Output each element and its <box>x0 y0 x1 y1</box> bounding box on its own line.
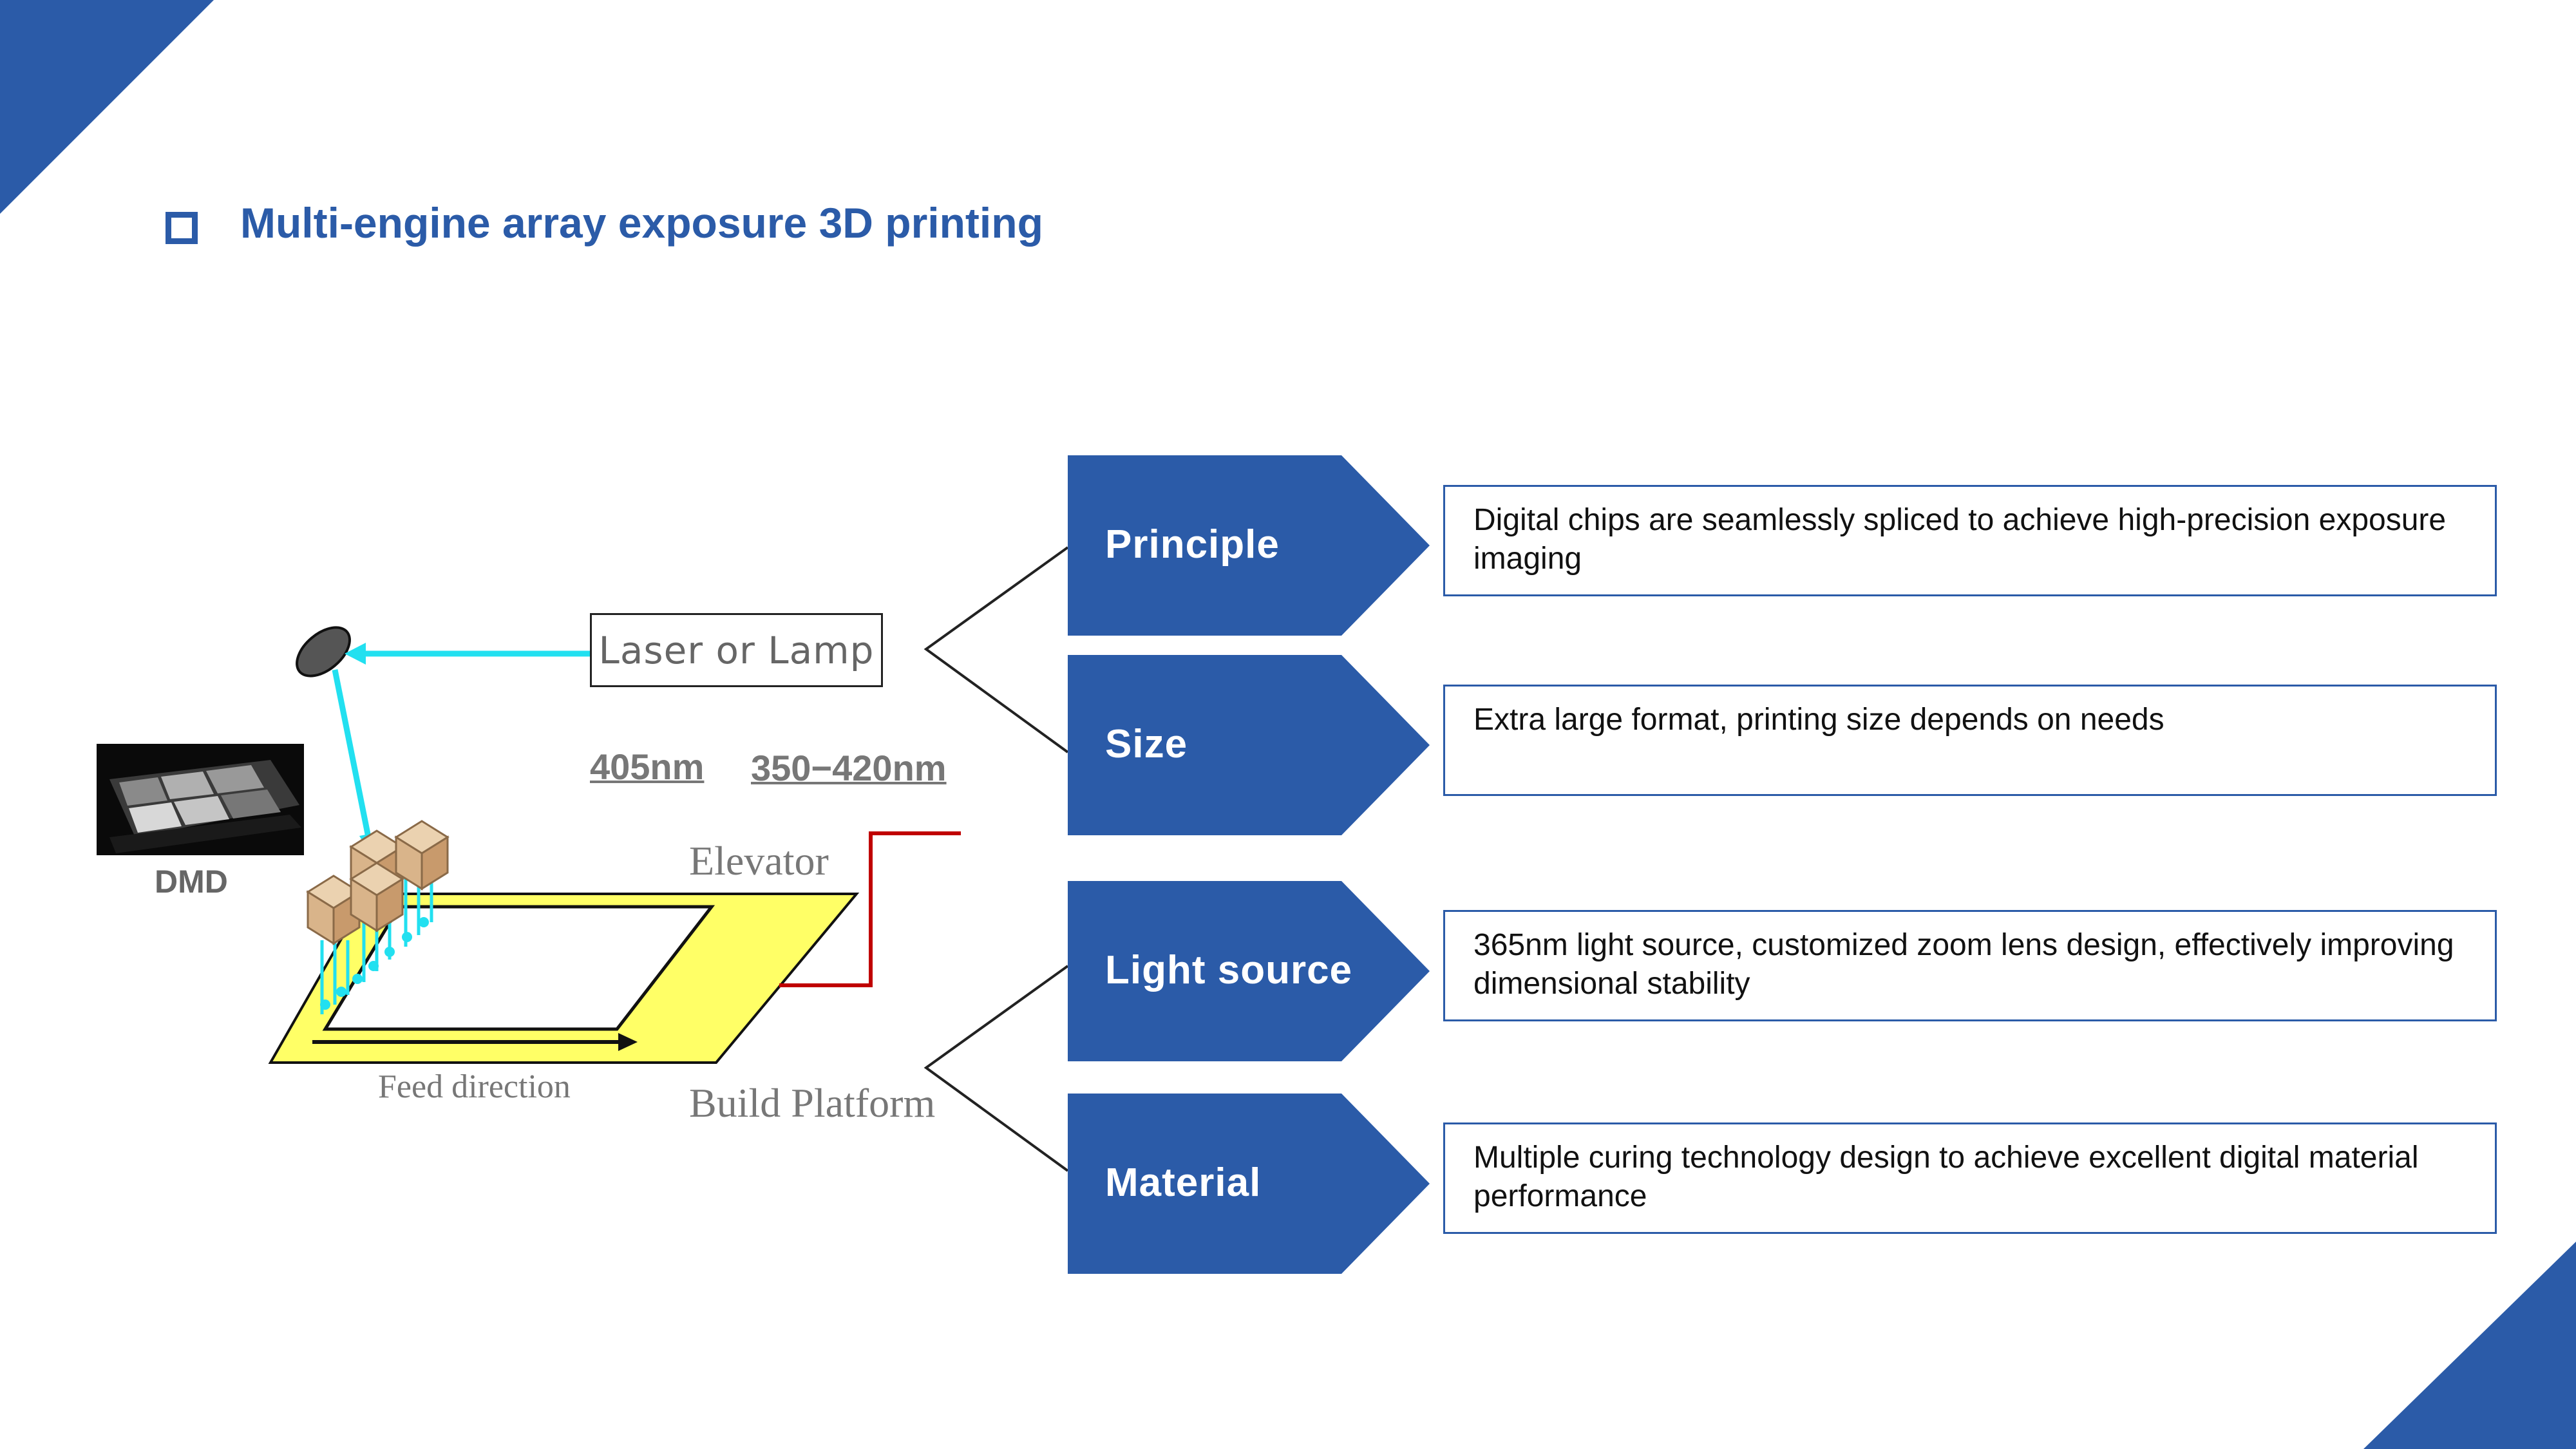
dmd-image <box>97 744 304 855</box>
dmd-label: DMD <box>155 864 228 900</box>
feature-description-light-source: 365nm light source, customized zoom lens… <box>1443 910 2497 1021</box>
feed-arrow-head <box>618 1033 638 1051</box>
engine-cube <box>306 875 361 945</box>
chevron-principle <box>1068 455 1430 636</box>
elevator-line <box>779 831 961 987</box>
projection-engines <box>306 820 450 945</box>
engine-cube <box>349 862 404 933</box>
engine-cube <box>394 820 450 891</box>
feature-label-material: Material <box>1105 1160 1262 1205</box>
beam-arrow-head-1 <box>345 643 366 665</box>
feature-label-principle: Principle <box>1105 522 1280 567</box>
connector-top <box>923 546 1069 753</box>
bottom-right-corner-decoration <box>2363 1242 2576 1449</box>
feature-label-size: Size <box>1105 722 1188 766</box>
top-left-corner-decoration <box>0 0 214 214</box>
mirror-icon <box>296 626 351 677</box>
chevron-material <box>1068 1094 1430 1274</box>
elevator-label: Elevator <box>689 838 829 884</box>
light-source-box: Laser or Lamp <box>590 613 883 687</box>
feature-description-principle: Digital chips are seamlessly spliced to … <box>1443 485 2497 596</box>
connector-bottom <box>923 965 1069 1172</box>
dmd-chip-illustration <box>109 760 301 853</box>
title-checkbox-icon <box>166 212 198 244</box>
build-area-inner <box>322 905 715 1031</box>
wavelength-range: 350−420nm <box>751 748 947 788</box>
feature-description-material: Multiple curing technology design to ach… <box>1443 1122 2497 1234</box>
chevron-light-source <box>1068 881 1430 1061</box>
beam-mirror-to-dmd <box>332 669 372 838</box>
feature-label-light-source: Light source <box>1105 948 1353 992</box>
wavelength-405: 405nm <box>590 746 705 787</box>
build-platform-label: Build Platform <box>689 1080 936 1126</box>
page-title: Multi-engine array exposure 3D printing <box>240 199 1043 247</box>
chevron-size <box>1068 655 1430 835</box>
feature-description-size: Extra large format, printing size depend… <box>1443 685 2497 796</box>
feed-direction-label: Feed direction <box>378 1068 571 1105</box>
exposure-beam-dots <box>320 917 429 1010</box>
